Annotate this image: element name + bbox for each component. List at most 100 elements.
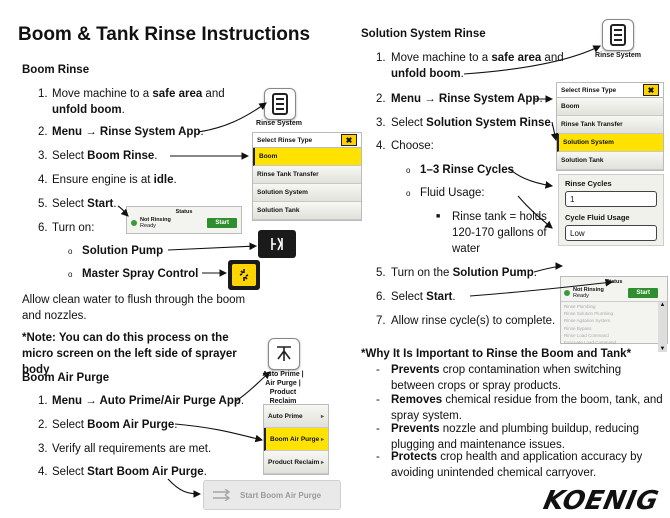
rinse-option-solution-tank[interactable]: Solution Tank [253, 202, 361, 220]
boom-step-2: 2. Menu → Rinse System App. [38, 126, 204, 138]
menu-auto-prime-label: Auto Prime [268, 412, 303, 420]
arrow [533, 262, 564, 273]
why-item-1: -Prevents crop contamination when switch… [376, 364, 622, 392]
scrollbar[interactable]: ▲ ▼ [658, 302, 667, 352]
sol-step-7: 7. Allow rinse cycle(s) to complete. [376, 315, 556, 327]
status-title: Status [605, 279, 623, 285]
list-item: Rinse Solution Plumbing [564, 311, 614, 317]
boom-bullet-solution-pump: o Solution Pump [68, 245, 164, 257]
close-icon[interactable]: ✖ [643, 84, 659, 96]
list-item: Rinse Bypass [564, 325, 592, 331]
menu-product-reclaim-label: Product Reclaim [268, 458, 320, 466]
air-purge-heading: Boom Air Purge [22, 372, 110, 384]
purge-step-4: 4. Select Start Boom Air Purge. [38, 466, 207, 478]
status-sub: Ready [140, 223, 156, 229]
chevron-right-icon: ▸ [320, 436, 324, 443]
chevron-right-icon: ▸ [320, 459, 324, 466]
rinse-settings-panel: Rinse Cycles 1 Cycle Fluid Usage Low [558, 174, 664, 246]
list-item: Evacuate Load Command [564, 340, 617, 346]
rinse-system-app-icon[interactable] [262, 88, 296, 120]
sol-step-5: 5. Turn on the Solution Pump. [376, 267, 537, 279]
list-item: Rinse Plumbing [564, 304, 596, 309]
rinse-option-rinse-tank-transfer[interactable]: Rinse Tank Transfer [253, 166, 361, 184]
rinse-option-solution-tank[interactable]: Solution Tank [557, 152, 663, 170]
micro-screen-note: *Note: You can do this process on the mi… [22, 332, 237, 376]
rinse-option-boom[interactable]: Boom [557, 98, 663, 116]
start-button[interactable]: Start [628, 288, 658, 298]
scroll-up-icon[interactable]: ▲ [659, 302, 666, 308]
boom-rinse-note: Allow clean water to flush through the b… [22, 294, 246, 322]
rinse-type-panel-right: Select Rinse Type ✖ Boom Rinse Tank Trans… [556, 82, 664, 171]
cycle-fluid-usage-label: Cycle Fluid Usage [565, 213, 630, 222]
why-item-2: -Removes chemical residue from the boom,… [376, 394, 663, 422]
list-item: Rinse Agitation System [564, 318, 611, 324]
boom-step-4: 4. Ensure engine is at idle. [38, 174, 177, 186]
purge-step-1: 1. Menu → Auto Prime/Air Purge App. [38, 395, 245, 407]
boom-bullet-master-spray: o Master Spray Control [68, 268, 199, 280]
menu-auto-prime[interactable]: Auto Prime ▸ [264, 405, 328, 428]
rinse-option-rinse-tank-transfer[interactable]: Rinse Tank Transfer [557, 116, 663, 134]
rinse-cycles-label: Rinse Cycles [565, 179, 612, 188]
auto-prime-app-icon[interactable] [268, 338, 300, 370]
sol-step-2: 2. Menu → Rinse System App. [376, 93, 543, 105]
status-ok-icon [131, 220, 137, 226]
status-sub: Ready [573, 293, 589, 299]
rinse-cycles-input[interactable]: 1 [565, 191, 657, 207]
arrow [507, 167, 554, 189]
start-button[interactable]: Start [207, 218, 237, 228]
sol-step-1: 1. Move machine to a safe area and unfol… [376, 52, 564, 80]
arrow [167, 242, 258, 251]
boom-step-3: 3. Select Boom Rinse. [38, 150, 158, 162]
cycle-fluid-usage-select[interactable]: Low [565, 225, 657, 241]
boom-step-5: 5. Select Start. [38, 198, 117, 210]
rinse-type-panel-title: Select Rinse Type [561, 86, 617, 94]
boom-rinse-heading: Boom Rinse [22, 64, 90, 76]
rinse-status-list: Rinse Plumbing Rinse Solution Plumbing R… [561, 302, 658, 352]
sol-fluid-detail: ■ Rinse tank = holds 120-170 gallons of … [436, 211, 547, 255]
scroll-down-icon[interactable]: ▼ [659, 346, 666, 352]
purge-arrows-icon [213, 489, 231, 501]
sol-choose-fluid: o Fluid Usage: [406, 187, 485, 199]
page-title: Boom & Tank Rinse Instructions [18, 24, 311, 45]
menu-boom-air-purge-label: Boom Air Purge [270, 435, 320, 443]
start-boom-air-purge-label: Start Boom Air Purge [240, 490, 322, 500]
rinse-option-solution-system[interactable]: Solution System [253, 184, 361, 202]
sol-choose-cycles: o 1–3 Rinse Cycles [406, 164, 515, 176]
rinse-system-app-icon-right[interactable] [602, 19, 634, 51]
arrow [167, 478, 202, 498]
status-title: Status [175, 209, 193, 215]
auto-prime-app-label: Auto Prime | Air Purge | Product Reclaim [262, 371, 304, 405]
why-heading: *Why It Is Important to Rinse the Boom a… [361, 348, 632, 360]
menu-product-reclaim[interactable]: Product Reclaim▸ [264, 451, 328, 474]
sol-step-3: 3. Select Solution System Rinse. [376, 117, 554, 129]
purge-step-2: 2. Select Boom Air Purge. [38, 419, 178, 431]
status-state: Not Rinsing [140, 217, 171, 223]
purge-step-3: 3. Verify all requirements are met. [38, 443, 212, 455]
chevron-right-icon: ▸ [320, 413, 324, 420]
koenig-logo: KOENIG [540, 486, 662, 516]
boom-step-1: 1. Move machine to a safe area and unfol… [38, 88, 225, 116]
sol-step-6: 6. Select Start. [376, 291, 456, 303]
rinse-type-panel-left: Select Rinse Type ✖ Boom Rinse Tank Trans… [252, 132, 362, 221]
master-spray-control-icon[interactable] [228, 260, 260, 290]
menu-boom-air-purge[interactable]: Boom Air Purge▸ [264, 428, 328, 451]
rinse-option-solution-system[interactable]: Solution System [557, 134, 663, 152]
boom-step-6: 6. Turn on: [38, 222, 95, 234]
sol-step-4: 4. Choose: [376, 140, 434, 152]
arrow [174, 423, 264, 443]
rinse-system-app-label-right: Rinse System [595, 52, 641, 59]
start-boom-air-purge-button[interactable]: Start Boom Air Purge [203, 480, 341, 510]
close-icon[interactable]: ✖ [341, 134, 357, 146]
why-item-4: -Protects crop health and application ac… [376, 451, 643, 479]
rinse-type-panel-title: Select Rinse Type [257, 136, 313, 144]
solution-pump-icon[interactable] [258, 230, 296, 258]
rinse-option-boom[interactable]: Boom [253, 148, 361, 166]
air-purge-menu: Auto Prime▸ Boom Air Purge▸ Product Recl… [263, 404, 329, 475]
why-item-3: -Prevents nozzle and plumbing buildup, r… [376, 423, 640, 451]
list-item: Rinse Load Command [564, 332, 609, 338]
status-ok-icon [564, 290, 570, 296]
rinse-system-app-label: Rinse System [256, 120, 302, 127]
solution-rinse-heading: Solution System Rinse [361, 28, 486, 40]
